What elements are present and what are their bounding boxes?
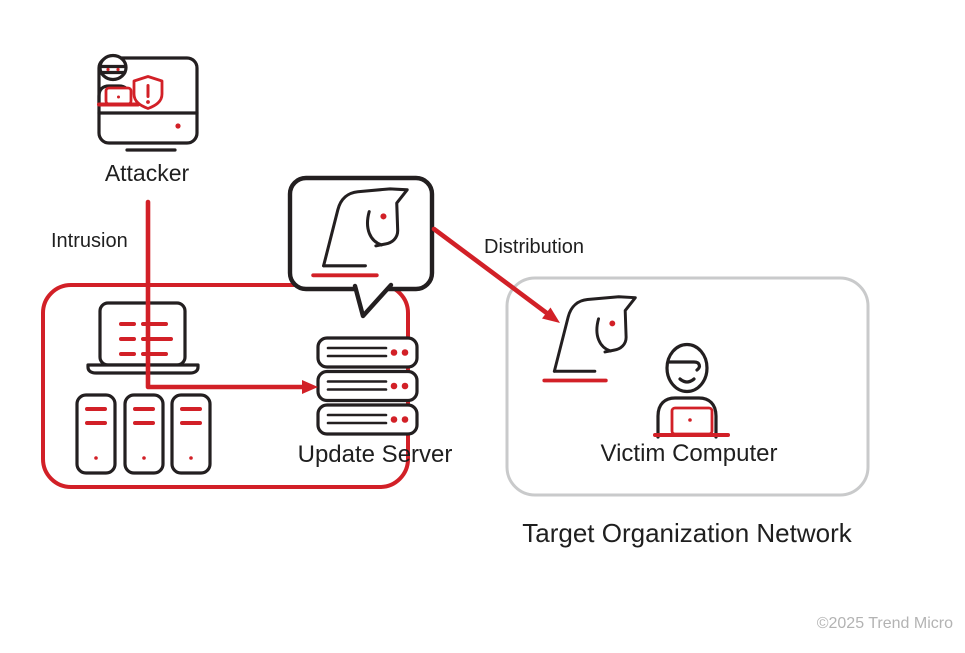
compromised-laptop-icon [86,301,200,375]
distribution-label: Distribution [484,236,585,258]
distribution-arrow [431,226,560,323]
victim-laptop-icon [653,406,730,437]
update-server-label: Update Server [297,441,453,468]
attacker-workstation-icon [97,53,199,152]
server-tower-icons [75,393,212,475]
server-tower-icon [75,393,117,475]
speech-bubble-icon [287,175,435,292]
trojan-speech-bubble [287,175,435,319]
victim-computer-label: Victim Computer [600,440,778,467]
speech-bubble-tail [352,282,394,319]
copyright-label: ©2025 Trend Micro [816,615,953,632]
server-tower-icon [123,393,165,475]
attacker-label: Attacker [104,160,190,186]
server-tower-icon [170,393,212,475]
update-server-stack-icon [316,336,419,436]
victim-user-icon [653,342,730,439]
target-network-label: Target Organization Network [522,518,852,548]
hacker-laptop-icon [97,86,140,107]
smile-line [678,377,696,384]
alert-shield-icon [132,75,164,110]
intrusion-label: Intrusion [51,230,128,252]
hair-line [666,360,701,372]
intrusion-arrow [145,199,318,394]
shoulders [656,396,718,439]
